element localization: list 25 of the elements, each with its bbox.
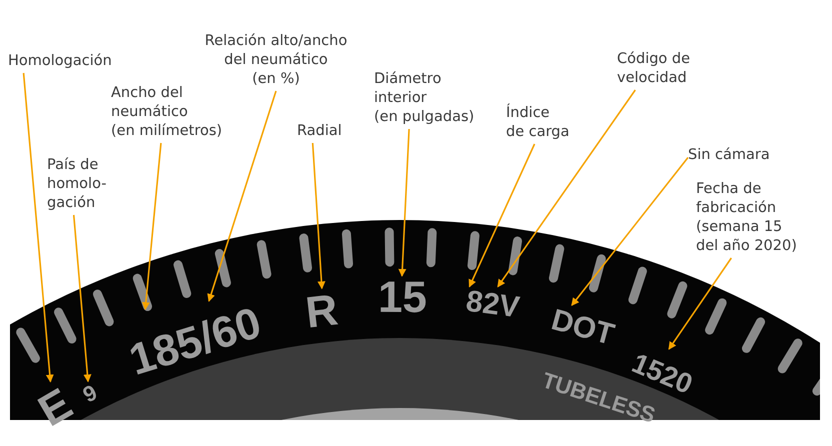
leader-arrow bbox=[72, 214, 92, 382]
leader-arrow bbox=[398, 128, 410, 277]
sidewall-marking: R bbox=[304, 288, 340, 336]
callout-label: Código de velocidad bbox=[617, 50, 690, 88]
sidewall-marking: 15 bbox=[377, 276, 427, 320]
leader-arrow bbox=[468, 144, 536, 288]
leader-arrow bbox=[668, 258, 732, 350]
sidewall-marking: 9 bbox=[80, 381, 101, 407]
callout-label: Homologación bbox=[8, 52, 112, 71]
leader-arrow bbox=[312, 142, 326, 290]
leader-arrow bbox=[571, 157, 689, 306]
sidewall-marking: E bbox=[31, 382, 79, 434]
callout-label: País de homolo- gación bbox=[47, 156, 106, 213]
callout-label: Sin cámara bbox=[688, 146, 770, 165]
leader-arrow bbox=[142, 142, 162, 310]
leader-arrow bbox=[207, 90, 277, 302]
callout-label: Fecha de fabricación (semana 15 del año 2020) bbox=[696, 180, 797, 256]
sidewall-marking: 185/60 bbox=[124, 300, 266, 384]
callout-label: Índice de carga bbox=[506, 104, 570, 142]
callout-label: Diámetro interior (en pulgadas) bbox=[374, 70, 474, 127]
callout-label: Radial bbox=[297, 122, 342, 141]
sidewall-marking: 82V bbox=[464, 286, 521, 324]
leader-arrow bbox=[22, 72, 54, 383]
sidewall-marking: DOT bbox=[548, 305, 617, 351]
leader-arrow bbox=[497, 90, 636, 288]
